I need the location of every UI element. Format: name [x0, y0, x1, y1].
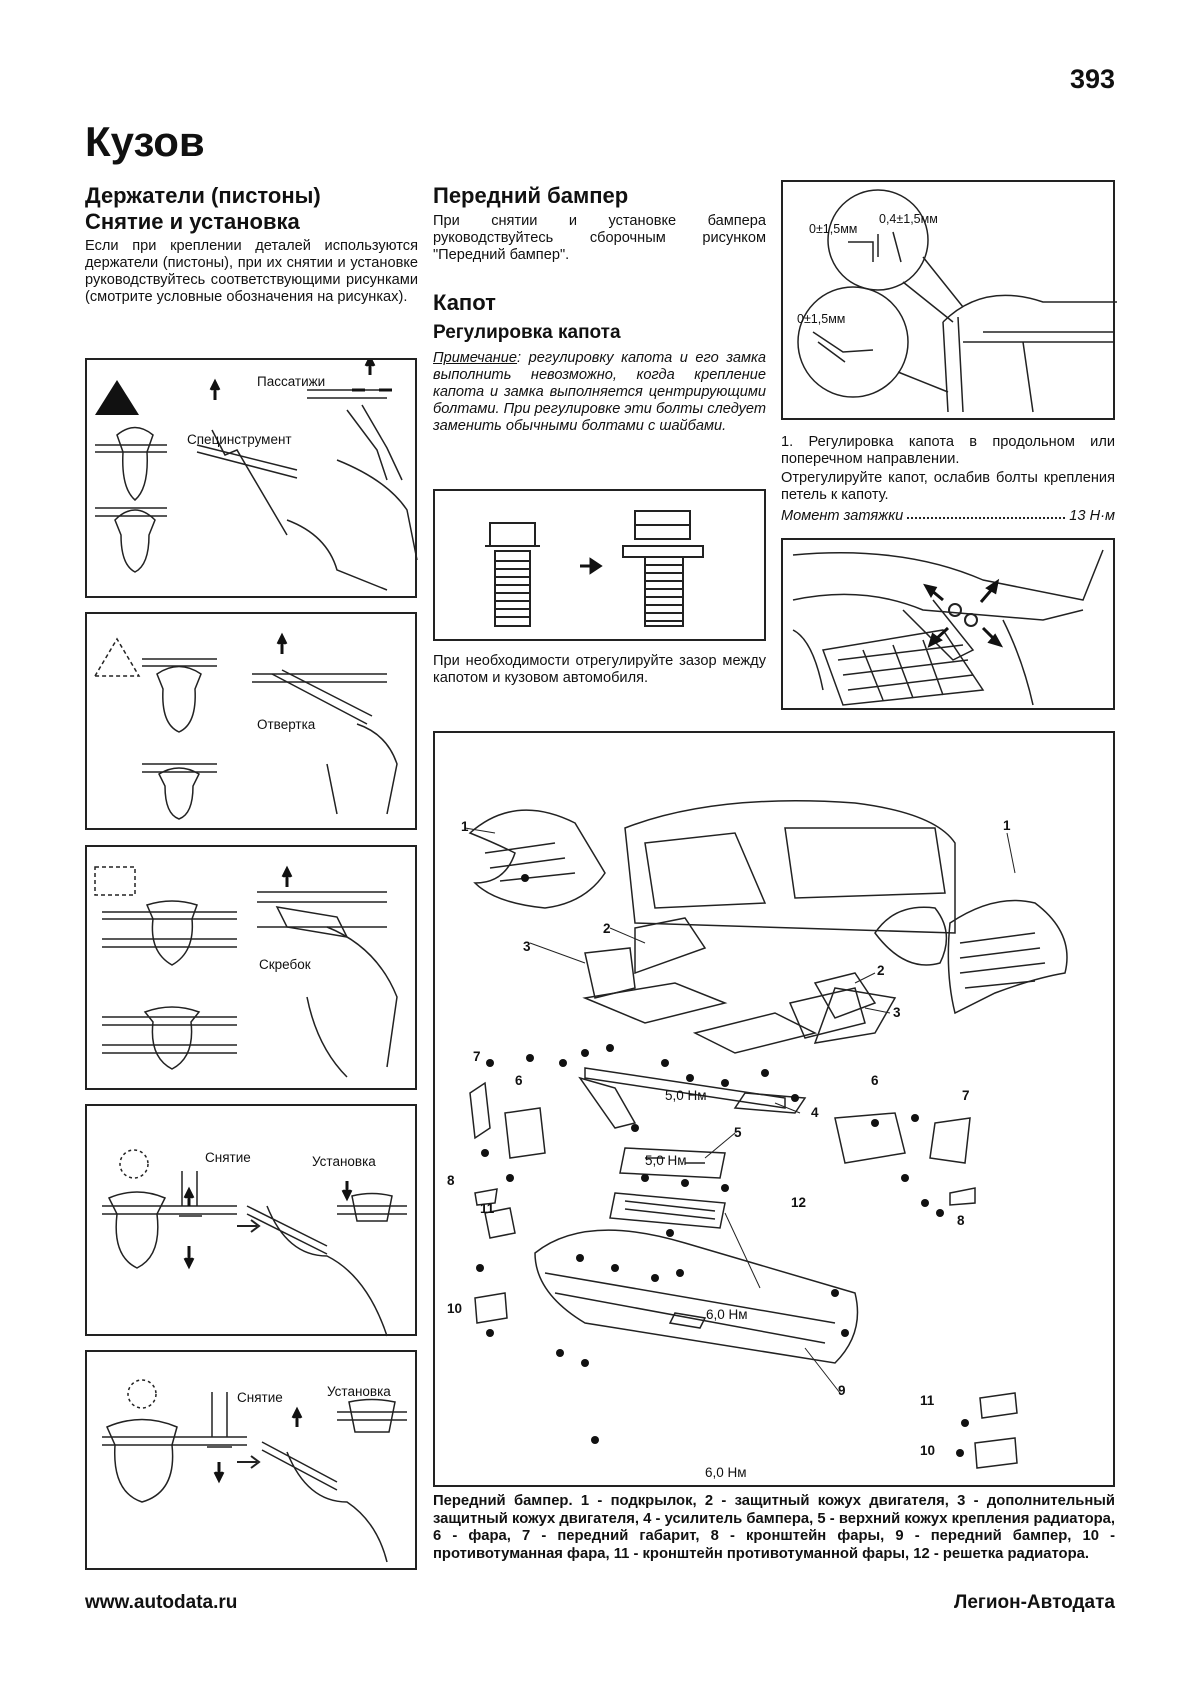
part-number-1a: 1 [461, 819, 469, 834]
page-number: 393 [1069, 64, 1115, 94]
front-bumper-diagram: 1 1 2 2 3 3 4 5 6 6 7 7 8 8 9 10 10 11 1… [433, 731, 1115, 1487]
special-tool-label: Специнструмент [187, 432, 292, 447]
clip-figure-5: Снятие Установка [85, 1350, 417, 1570]
clip-figure-2-drawing [93, 632, 398, 820]
clip-figure-1: Пассатижи Специнструмент [85, 358, 418, 598]
part-number-3a: 3 [523, 939, 531, 954]
part-number-1b: 1 [1003, 818, 1011, 833]
clips-title: Держатели (пистоны) Снятие и установка [85, 183, 415, 235]
gap-label-c: 0±1,5мм [797, 312, 846, 326]
torque-dots [907, 508, 1066, 519]
hood-title: Капот [433, 290, 496, 315]
clips-title-line2: Снятие и установка [85, 209, 300, 234]
screwdriver-label: Отвертка [257, 717, 316, 732]
torque-value: 13 Н·м [1069, 508, 1115, 524]
part-number-9: 9 [838, 1383, 846, 1398]
clip-figure-2: Отвертка [85, 612, 417, 830]
footer-publisher: Легион-Автодата [954, 1592, 1115, 1613]
part-number-5: 5 [734, 1125, 742, 1140]
install-label-2: Установка [327, 1384, 391, 1399]
clip-figure-3-drawing [94, 865, 398, 1078]
hood-hinge-figure-drawing [792, 549, 1104, 706]
part-number-11a: 11 [480, 1201, 495, 1216]
removal-label-1: Снятие [205, 1150, 251, 1165]
part-number-6a: 6 [515, 1073, 523, 1088]
bolt-figure-drawing [485, 510, 704, 627]
section-title: Кузов [85, 118, 205, 165]
clips-title-line1: Держатели (пистоны) [85, 183, 321, 208]
torque-label: Момент затяжки [781, 508, 904, 524]
hood-gap-figure-drawing [797, 189, 1117, 413]
part-number-2a: 2 [603, 921, 611, 936]
part-number-7a: 7 [473, 1049, 481, 1064]
clip-figure-3: Скребок [85, 845, 417, 1090]
part-number-10a: 10 [447, 1301, 463, 1316]
diagram-caption: Передний бампер. 1 - подкрылок, 2 - защи… [433, 1493, 1115, 1562]
scraper-label: Скребок [259, 957, 311, 972]
install-label-1: Установка [312, 1154, 376, 1169]
footer-website[interactable]: www.autodata.ru [85, 1592, 238, 1613]
clip-figure-4: Снятие Установка [85, 1104, 417, 1337]
part-number-8b: 8 [957, 1213, 965, 1228]
part-number-4: 4 [811, 1105, 819, 1120]
torque-label-3: 6,0 Нм [706, 1307, 748, 1322]
part-number-13: 12 [791, 1195, 807, 1210]
hood-hinge-figure [781, 538, 1115, 710]
clips-body: Если при креплении деталей используются … [85, 238, 418, 305]
hood-subtitle: Регулировка капота [433, 322, 621, 343]
clip-figure-5-drawing [102, 1379, 407, 1563]
torque-label-2: 5,0 Нм [645, 1153, 687, 1168]
part-number-3b: 3 [893, 1005, 901, 1020]
adjust-text: Отрегулируйте капот, ослабив болты крепл… [781, 470, 1115, 503]
front-bumper-title: Передний бампер [433, 183, 629, 208]
front-bumper-diagram-drawing [464, 800, 1068, 1469]
hood-gap-text: При необходимости отрегулируйте зазор ме… [433, 653, 766, 686]
gap-label-a: 0±1,5мм [809, 222, 858, 236]
part-number-12: 11 [920, 1393, 935, 1408]
pliers-label: Пассатижи [257, 374, 326, 389]
removal-label-2: Снятие [237, 1390, 283, 1405]
adjust-step: 1. Регулировка капота в продольном или п… [781, 434, 1115, 467]
part-number-7b: 7 [962, 1088, 970, 1103]
clip-figure-4-drawing [102, 1149, 407, 1337]
torque-row: Момент затяжки 13 Н·м [781, 508, 1115, 524]
gap-label-b: 0,4±1,5мм [879, 212, 938, 226]
bolt-figure [433, 489, 766, 641]
part-number-8a: 8 [447, 1173, 455, 1188]
torque-label-1: 5,0 Нм [665, 1088, 707, 1103]
note-text: : регулировку капота и его замка выполни… [433, 350, 766, 434]
clip-figure-1-drawing [95, 360, 418, 591]
hood-note: Примечание: регулировку капота и его зам… [433, 350, 766, 435]
torque-label-4: 6,0 Нм [705, 1465, 747, 1480]
hood-gap-figure: 0±1,5мм 0,4±1,5мм 0±1,5мм [781, 180, 1117, 420]
part-number-2b: 2 [877, 963, 885, 978]
part-number-10b: 10 [920, 1443, 936, 1458]
front-bumper-body: При снятии и установке бампера руководст… [433, 213, 766, 263]
part-number-6b: 6 [871, 1073, 879, 1088]
note-label: Примечание [433, 350, 518, 366]
